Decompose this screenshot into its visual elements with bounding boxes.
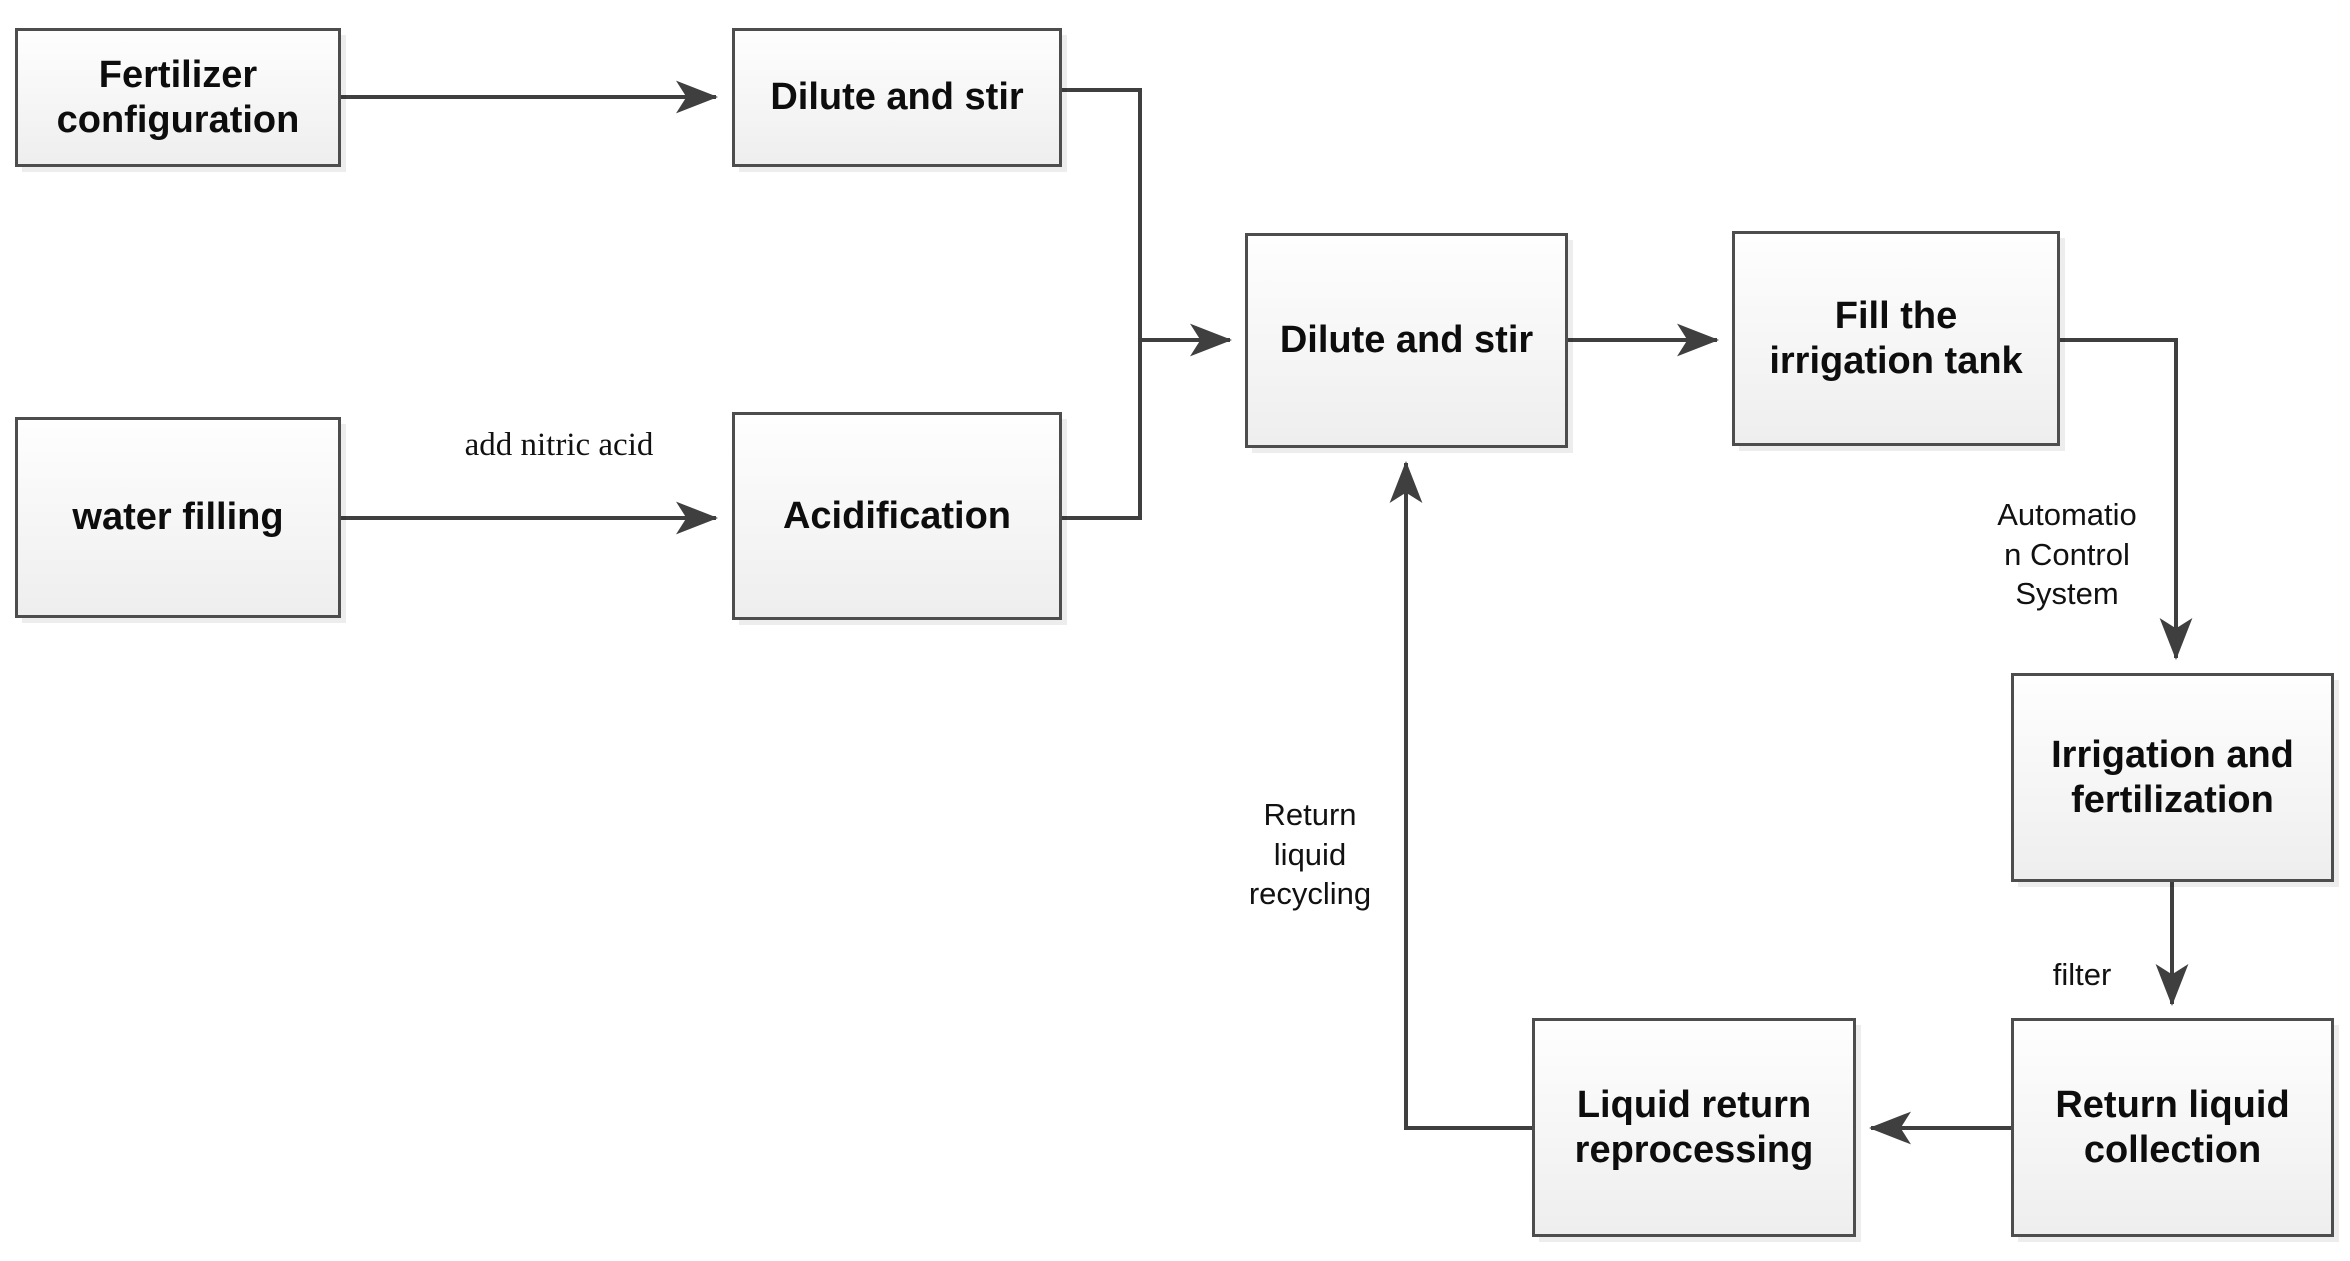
node-label: Dilute and stir <box>1279 319 1534 362</box>
node-label: Fertilizer configuration <box>56 54 300 141</box>
node-dilute-and-stir-main[interactable]: Dilute and stir <box>1245 233 1568 448</box>
node-label: Acidification <box>782 494 1012 537</box>
node-irrigation-and-fertilization[interactable]: Irrigation and fertilization <box>2011 673 2334 882</box>
node-liquid-return-reprocessing[interactable]: Liquid return reprocessing <box>1532 1018 1856 1237</box>
edge-acidification-to-main <box>1062 340 1142 520</box>
node-acidification[interactable]: Acidification <box>732 412 1062 620</box>
node-label: Irrigation and fertilization <box>2051 734 2294 821</box>
edge-label-return-liquid-recycling: Return liquid recycling <box>1248 797 1372 912</box>
edge-label-add-nitric-acid: add nitric acid <box>464 427 654 463</box>
node-label: water filling <box>72 496 284 539</box>
node-fertilizer-configuration[interactable]: Fertilizer configuration <box>15 28 341 167</box>
edge-dilute-top-to-main <box>1062 88 1142 340</box>
node-return-liquid-collection[interactable]: Return liquid collection <box>2011 1018 2334 1237</box>
node-dilute-and-stir-top[interactable]: Dilute and stir <box>732 28 1062 167</box>
node-fill-the-irrigation-tank[interactable]: Fill the irrigation tank <box>1732 231 2060 446</box>
node-water-filling[interactable]: water filling <box>15 417 341 618</box>
node-label: Fill the irrigation tank <box>1769 295 2023 382</box>
node-label: Dilute and stir <box>770 76 1024 119</box>
edge-reprocessing-to-main <box>1389 461 1532 1130</box>
edge-label-filter: filter <box>2052 957 2112 992</box>
edge-label-automation-control-system: Automatio n Control System <box>1997 497 2137 612</box>
node-label: Liquid return reprocessing <box>1574 1084 1814 1171</box>
node-label: Return liquid collection <box>2055 1084 2290 1171</box>
